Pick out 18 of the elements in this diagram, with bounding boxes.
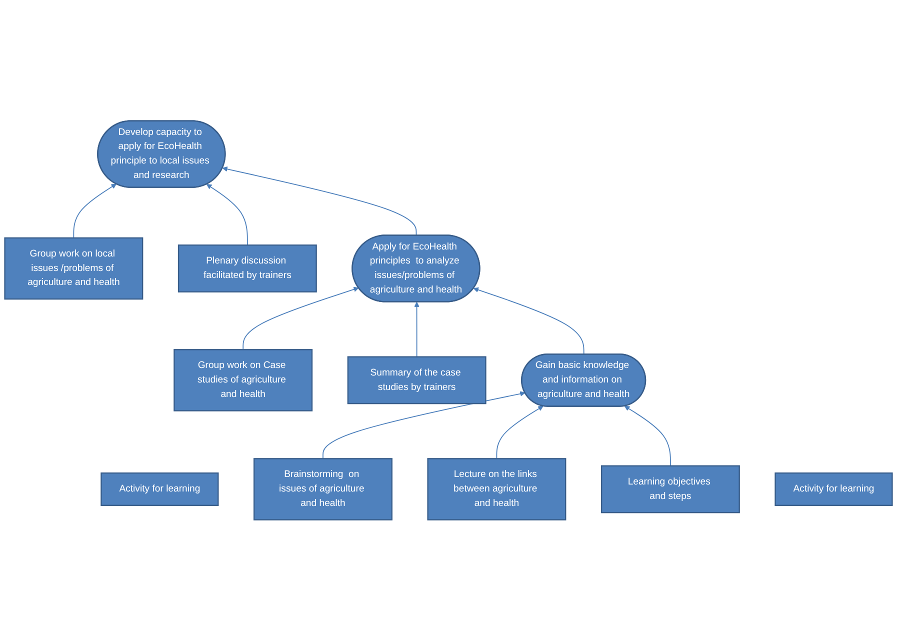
node-box: Activity for learning xyxy=(774,472,893,506)
arrow xyxy=(206,184,248,246)
arrow xyxy=(624,406,671,466)
node-box: Activity for learning xyxy=(100,472,219,506)
node-box: Brainstorming on issues of agriculture and health xyxy=(254,458,392,520)
arrow xyxy=(414,302,420,357)
node-box: Plenary discussion facilitated by trainers xyxy=(178,244,317,292)
arrow xyxy=(322,390,526,459)
node-box: Group work on local issues /problems of agriculture and health xyxy=(4,237,144,300)
node-box: Lecture on the links between agriculture and health xyxy=(427,458,566,520)
arrow xyxy=(496,406,544,459)
arrow xyxy=(242,286,359,350)
node-box: Group work on Case studies of agriculture and health xyxy=(174,348,313,412)
arrow xyxy=(73,183,116,238)
arrow xyxy=(222,166,417,236)
node-box: Learning objectives and steps xyxy=(600,464,740,513)
node-box: Summary of the case studies by trainers xyxy=(347,356,486,404)
arrow xyxy=(473,287,584,355)
